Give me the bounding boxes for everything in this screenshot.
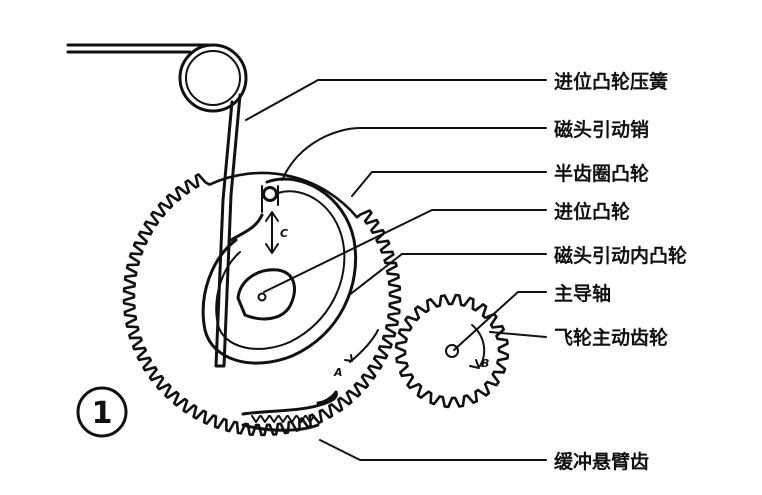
flywheel-drive-gear bbox=[394, 293, 510, 409]
advance-cam-spring-leg bbox=[214, 93, 242, 368]
buffer-cantilever-teeth bbox=[251, 415, 315, 423]
figure-badge-number: 1 bbox=[92, 396, 113, 431]
advance-cam bbox=[236, 268, 296, 321]
label-capstan-shaft: 主导轴 bbox=[554, 282, 611, 305]
advance-cam-spring-coil-inner bbox=[185, 50, 241, 106]
mark-a: A bbox=[333, 366, 343, 379]
figure-badge-icon bbox=[76, 386, 128, 438]
label-buffer-cantilever-tooth: 缓冲悬臂齿 bbox=[554, 450, 649, 473]
half-tooth-gear-cam bbox=[122, 171, 402, 437]
pin-slot bbox=[261, 185, 279, 213]
label-head-actuating-pin: 磁头引动销 bbox=[554, 118, 649, 141]
advance-cam-spring-coil-icon bbox=[178, 43, 248, 113]
spring-lever bbox=[229, 213, 264, 242]
mark-b: B bbox=[481, 357, 489, 370]
label-advance-cam-spring: 进位凸轮压簧 bbox=[554, 70, 668, 93]
rotation-arrow-b bbox=[469, 324, 486, 369]
c-direction-arrow bbox=[265, 211, 279, 254]
head-actuating-inner-cam-track-inner bbox=[215, 190, 346, 350]
cam-hub-icon bbox=[257, 292, 267, 302]
capstan-shaft-icon bbox=[445, 344, 459, 358]
head-actuating-inner-cam-track bbox=[201, 177, 358, 365]
head-actuating-pin-icon bbox=[262, 186, 278, 202]
mark-c: C bbox=[280, 227, 288, 240]
advance-cam-spring-arm bbox=[66, 43, 210, 54]
label-flywheel-drive-gear: 飞轮主动齿轮 bbox=[554, 326, 668, 349]
leader-lines bbox=[245, 79, 547, 461]
label-head-inner-cam: 磁头引动内凸轮 bbox=[554, 244, 687, 267]
label-advance-cam: 进位凸轮 bbox=[554, 200, 630, 223]
label-half-tooth-gear-cam: 半齿圈凸轮 bbox=[554, 162, 649, 185]
buffer-arm-lower bbox=[241, 423, 320, 432]
buffer-cantilever-tooth bbox=[241, 390, 338, 416]
rotation-arrow-a bbox=[344, 329, 379, 363]
